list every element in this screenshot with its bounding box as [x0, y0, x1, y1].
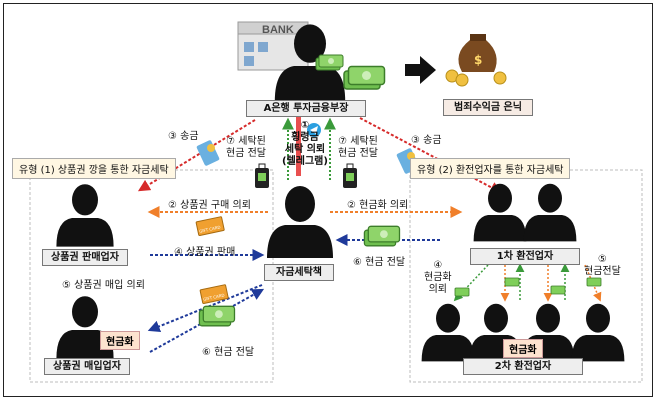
exchanger2-icon-d — [571, 303, 625, 362]
exchanger1-label: 1차 환전업자 — [470, 248, 580, 265]
giftcard-buyer-label: 상품권 매입업자 — [44, 358, 130, 375]
bank-sign: BANK — [262, 24, 294, 36]
cash-tag-right: 현금화 — [503, 339, 543, 358]
hidden-profit-label: 범죄수익금 은닉 — [443, 99, 533, 116]
step3-left-label: ③ 송금 — [168, 131, 199, 142]
suitcase-icon-right — [343, 163, 357, 188]
cash-tag-left: 현금화 — [100, 331, 140, 350]
cash-pile-icon-1 — [363, 225, 401, 247]
type2-title: 유형 (2) 환전업자를 통한 자금세탁 — [410, 158, 571, 179]
step6-right-label: ⑥ 현금 전달 — [353, 257, 406, 268]
exchanger2-label: 2차 환전업자 — [463, 358, 583, 375]
type1-title: 유형 (1) 상품권 깡을 통한 자금세탁 — [12, 158, 176, 179]
step7-left-label: ⑦ 세탁된 현금 전달 — [226, 136, 266, 159]
gift-card-label-2: GIFT CARD — [203, 292, 225, 301]
step6-left-label: ⑥ 현금 전달 — [202, 347, 255, 358]
giftcard-seller-icon — [56, 184, 114, 247]
exchanger1-icon-b — [523, 183, 577, 242]
money-bag-icon: $ — [445, 34, 507, 87]
step7-right-label: ⑦ 세탁된 현금 전달 — [338, 136, 378, 159]
request-arrow-red — [296, 116, 301, 176]
step2-right-label: ② 현금화 의뢰 — [347, 200, 409, 211]
step4-left-label: ④ 상품권 판매 — [174, 247, 236, 258]
step3-right-label: ③ 송금 — [411, 135, 442, 146]
launderer-label: 자금세탁책 — [264, 264, 334, 281]
bank-department-label: A은행 투자금융부장 — [246, 100, 366, 117]
telegram-icon — [307, 123, 321, 137]
step1-label: ① 횡령금 세탁 의뢰 (텔레그램) — [282, 120, 328, 167]
launderer-icon — [267, 186, 333, 258]
svg-text:$: $ — [474, 53, 482, 67]
diagram-frame — [3, 3, 653, 397]
hide-arrow-icon — [405, 56, 436, 84]
cash-icon — [315, 54, 344, 71]
exchanger2-icon-a — [421, 303, 475, 362]
step5-left-label: ⑤ 상품권 매입 의뢰 — [62, 280, 145, 291]
cash-pile-icon-2 — [198, 305, 236, 327]
gift-card-icon-1 — [195, 216, 225, 237]
exchange-network — [453, 263, 602, 302]
gift-card-label-1: GIFT CARD — [199, 224, 221, 233]
step2-left-label: ② 상품권 구매 의뢰 — [168, 200, 251, 211]
send-arrow-right — [359, 117, 503, 194]
cash-stack-icon — [343, 65, 386, 90]
gift-card-icon-2 — [199, 284, 229, 305]
step5-right-label: ⑤ 현금전달 — [584, 254, 621, 277]
exchanger1-icon-a — [473, 183, 527, 242]
suitcase-icon-left — [255, 163, 269, 188]
cash-delivery-arrow-left — [149, 288, 265, 353]
step4-right-label: ④ 현금화 의뢰 — [424, 260, 452, 295]
mobile-pay-icon-left — [196, 140, 220, 166]
giftcard-seller-label: 상품권 판매업자 — [42, 249, 128, 266]
